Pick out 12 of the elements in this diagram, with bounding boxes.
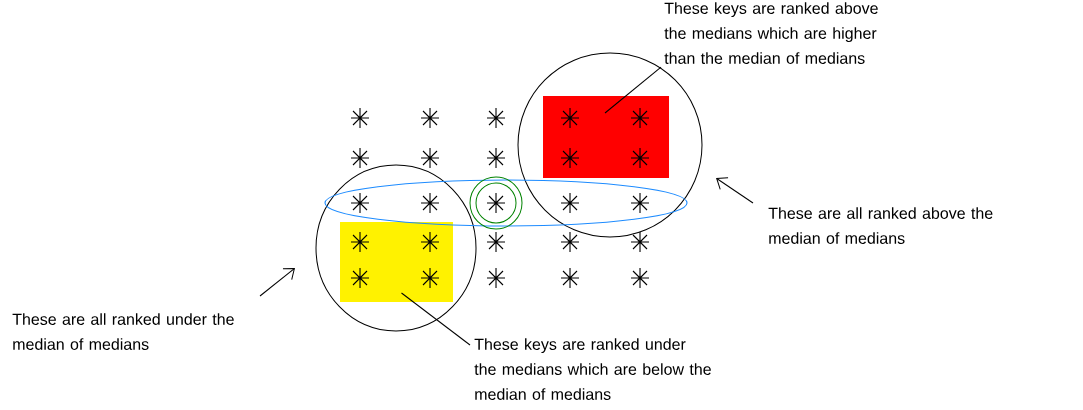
annotation-text: These keys are ranked above the medians which are higher than the median of medians — [664, 2, 878, 64]
annotation-text: These keys are ranked under the medians which are below the median of medians — [474, 338, 711, 400]
annotation-text: These are all ranked above the median of medians — [768, 207, 993, 244]
annotation-text: These are all ranked under the median of medians — [12, 313, 234, 350]
leader-line — [604, 66, 662, 114]
arrow — [716, 177, 754, 204]
highlight-rectangle — [340, 222, 453, 302]
circle — [517, 52, 703, 238]
circle — [315, 164, 477, 332]
highlight-rectangle — [543, 96, 669, 178]
arrow — [259, 268, 295, 297]
leader-line — [401, 292, 471, 346]
